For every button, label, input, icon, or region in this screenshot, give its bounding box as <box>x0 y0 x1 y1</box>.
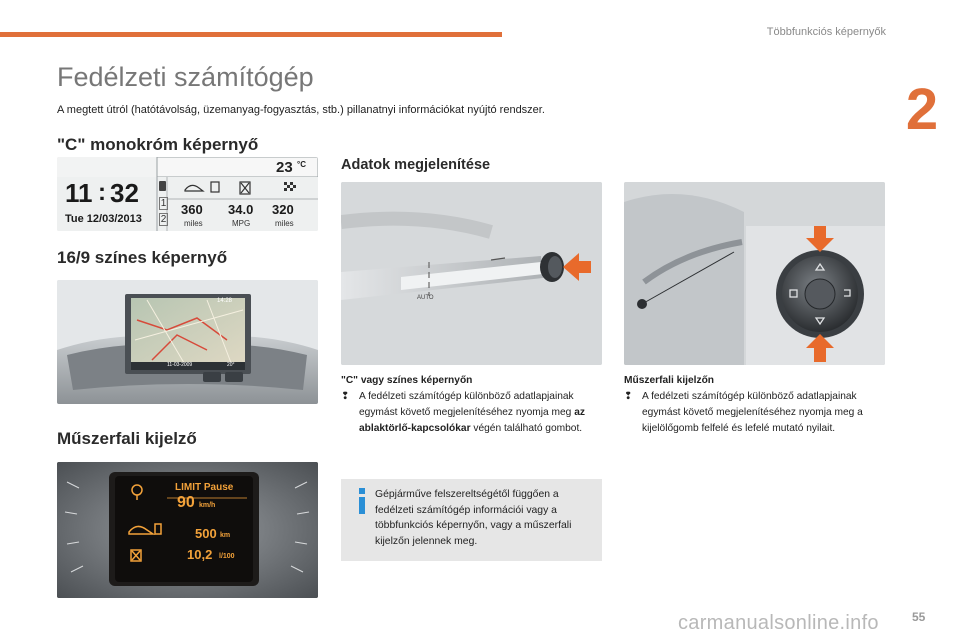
cluster-row1-label: LIMIT Pause <box>175 482 234 493</box>
caption-stalk-heading: "C" vagy színes képernyőn <box>341 375 473 386</box>
header-accent-bar <box>0 32 502 37</box>
bullet-marker: ❢ <box>341 391 350 402</box>
color-screen-date: 11-03-2009 <box>167 362 193 368</box>
caption-stalk: "C" vagy színes képernyőn ❢ A fedélzeti … <box>341 373 596 437</box>
section-title-display-data: Adatok megjelenítése <box>341 157 491 173</box>
caption-cluster: Műszerfali kijelzőn ❢ A fedélzeti számít… <box>624 373 886 437</box>
info-icon <box>359 488 365 514</box>
mono-unit-consumption: MPG <box>232 219 251 228</box>
page-title: Fedélzeti számítógép <box>57 62 314 92</box>
mono-time-minutes: 32 <box>110 178 139 208</box>
chapter-number: 2 <box>905 77 939 142</box>
color-screen-temp: 20° <box>227 362 235 368</box>
mono-temp: 23 <box>276 159 293 176</box>
mono-date: Tue 12/03/2013 <box>65 213 142 225</box>
running-title: Többfunkciós képernyők <box>766 26 886 38</box>
steering-wheel-image <box>624 182 885 365</box>
caption-stalk-text-after: végén található gombot. <box>470 423 583 434</box>
intro-text: A megtett útról (hatótávolság, üzemanyag… <box>57 104 545 116</box>
caption-cluster-heading: Műszerfali kijelzőn <box>624 375 715 386</box>
cluster-row3-unit: l/100 <box>219 553 235 560</box>
page-number: 55 <box>912 610 926 624</box>
caption-cluster-bullet: ❢ A fedélzeti számítógép különböző adatl… <box>624 389 886 437</box>
mono-value-range: 360 <box>181 202 203 217</box>
wiper-stalk-image: AUTO <box>341 182 602 365</box>
mono-tab-1: 1 <box>159 197 168 210</box>
cluster-row3-value: 10,2 <box>187 547 213 562</box>
caption-stalk-text-bold: az ablaktörlő-kapcsolókar <box>359 407 585 434</box>
mono-unit-distance: miles <box>275 219 294 228</box>
mono-display-image: 23 °C 11 : 32 Tue 12/03/2013 1 2 360 34.… <box>57 157 318 231</box>
mono-value-consumption: 34.0 <box>228 202 254 217</box>
color-screen-time: 14:28 <box>217 298 233 304</box>
mono-value-distance: 320 <box>272 202 294 217</box>
mono-tab-2: 2 <box>159 213 168 226</box>
mono-time-colon: : <box>98 179 106 206</box>
caption-cluster-text: A fedélzeti számítógép különböző adatlap… <box>642 391 863 434</box>
color-screen-image: 14:28 11-03-2009 20° <box>57 280 318 404</box>
watermark: carmanualsonline.info <box>678 612 879 634</box>
caption-stalk-text-before: A fedélzeti számítógép különböző adatlap… <box>359 391 575 418</box>
cluster-row1-value: 90 <box>177 494 195 511</box>
mono-time-hours: 11 <box>65 178 93 208</box>
bullet-marker: ❢ <box>624 391 633 402</box>
section-title-color: 16/9 színes képernyő <box>57 248 228 267</box>
info-note: Gépjárműve felszereltségétől függően a f… <box>341 479 602 561</box>
mono-unit-range: miles <box>184 219 203 228</box>
stalk-auto-label: AUTO <box>417 295 434 301</box>
caption-stalk-bullet: ❢ A fedélzeti számítógép különböző adatl… <box>341 389 596 437</box>
info-note-text: Gépjárműve felszereltségétől függően a f… <box>375 489 572 547</box>
section-title-mono: "C" monokróm képernyő <box>57 135 259 154</box>
section-title-cluster: Műszerfali kijelző <box>57 429 197 448</box>
cluster-row2-value: 500 <box>195 526 217 541</box>
mono-temp-unit: °C <box>297 160 306 169</box>
cluster-row1-unit: km/h <box>199 502 216 509</box>
cluster-display-image: LIMIT Pause 90 km/h 500 km 10,2 l/100 <box>57 462 318 598</box>
cluster-row2-unit: km <box>220 532 231 539</box>
